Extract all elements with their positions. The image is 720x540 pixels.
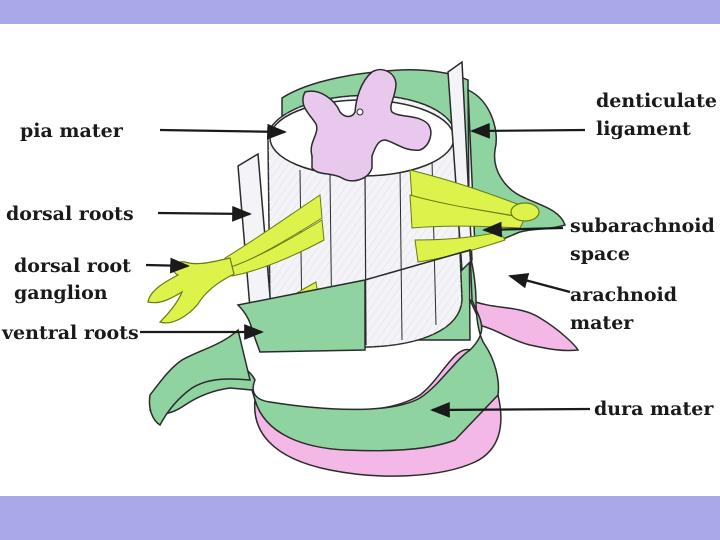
label-ventral-roots: ventral roots [1,322,139,344]
label-pia-mater: pia mater [20,120,124,142]
right-ganglion [510,202,540,222]
dura-mater-front [148,249,500,452]
leader-lines [140,122,591,418]
pink-flap-right [468,298,580,352]
label-dorsal-roots: dorsal roots [6,203,134,225]
label-dorsal-root: dorsal root [14,255,131,277]
label-ligament: ligament [596,118,691,140]
top-band [0,0,720,24]
label-space: space [570,243,630,265]
label-dura-mater: dura mater [594,398,714,420]
bottom-band [0,496,720,540]
right-nerve-roots [409,169,529,263]
label-subarachnoid: subarachnoid [570,215,715,237]
dura-flap-left [148,328,251,427]
label-mater: mater [570,312,634,334]
dorsal-root-ganglion [147,257,235,324]
grey-matter-side [311,156,373,182]
label-denticulate: denticulate [596,90,717,112]
label-arachnoid: arachnoid [570,284,677,306]
label-ganglion: ganglion [14,282,108,304]
